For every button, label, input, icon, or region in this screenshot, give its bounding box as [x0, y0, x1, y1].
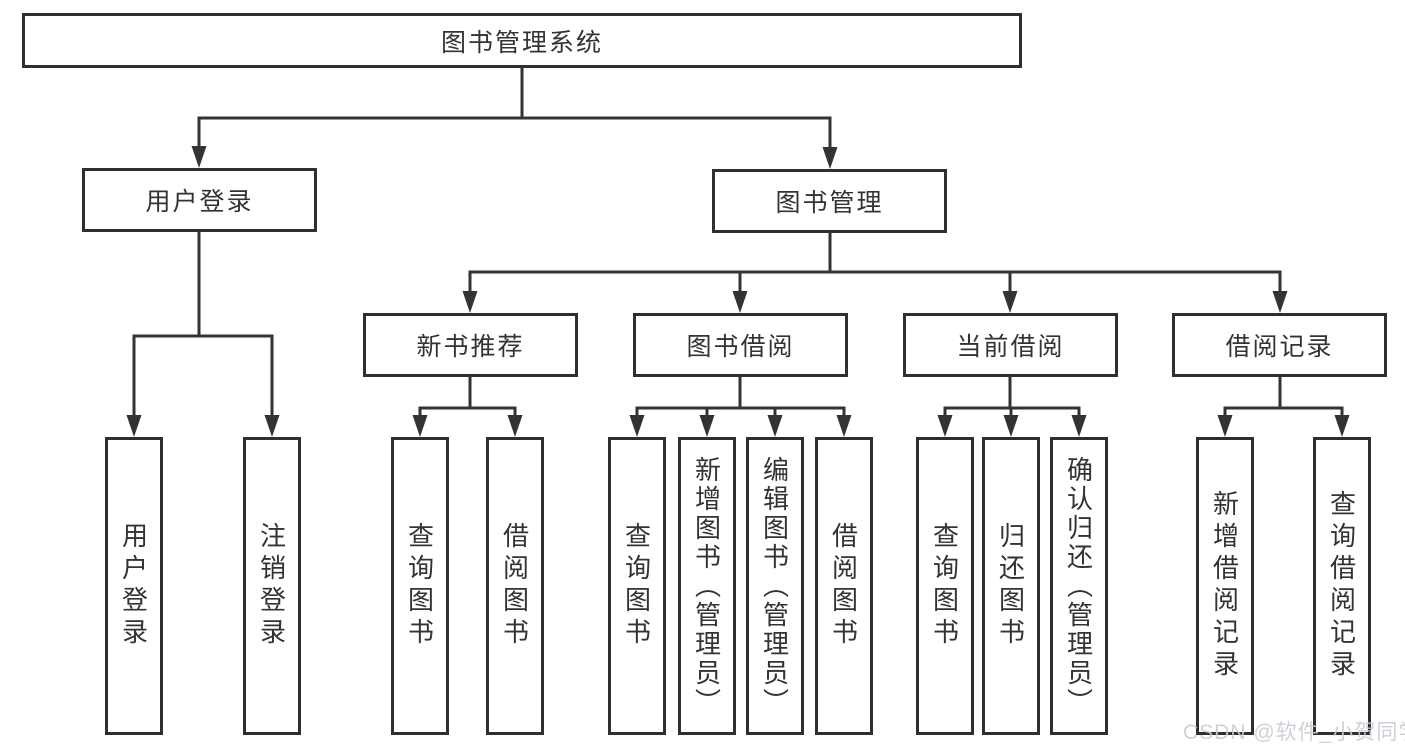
node-label: 查询借阅记录: [1326, 490, 1357, 682]
node-label: 借阅图书: [828, 522, 859, 650]
node-label: 编辑图书（管理员）: [759, 455, 790, 717]
node-root: 图书管理系统: [22, 13, 1022, 68]
leaf-edit-book-admin: 编辑图书（管理员）: [746, 437, 804, 735]
node-label: 图书管理: [775, 189, 884, 217]
arrowhead: [732, 291, 748, 313]
connector-book-borrow-branch: [635, 377, 846, 419]
node-label: 新书推荐: [416, 333, 525, 361]
connector-current-borrow-branch: [943, 377, 1081, 419]
arrowhead: [1071, 415, 1087, 437]
node-label: 确认归还（管理员）: [1063, 455, 1094, 717]
node-label: 查询图书: [929, 522, 960, 650]
leaf-borrow-books-borrow: 借阅图书: [815, 437, 873, 735]
connector-user-login-branch: [132, 232, 274, 419]
node-label: 查询图书: [621, 522, 652, 650]
connector-paths: [132, 68, 1344, 419]
node-borrow-records: 借阅记录: [1172, 313, 1387, 377]
connector-borrow-records-branch: [1223, 377, 1344, 419]
arrowhead: [412, 415, 428, 437]
arrowhead: [767, 415, 783, 437]
leaf-borrow-books-recommend: 借阅图书: [486, 437, 544, 735]
leaf-query-books-borrow: 查询图书: [608, 437, 666, 735]
leaf-add-book-admin: 新增图书（管理员）: [678, 437, 736, 735]
node-label: 图书管理系统: [440, 28, 603, 57]
connector-root-to-level2: [197, 68, 832, 151]
node-label: 借阅图书: [499, 522, 530, 650]
arrowhead: [1334, 415, 1350, 437]
arrowhead: [937, 415, 953, 437]
node-book-management: 图书管理: [712, 169, 947, 233]
node-user-login: 用户登录: [82, 168, 317, 232]
node-label: 新增借阅记录: [1209, 490, 1240, 682]
leaf-logout: 注销登录: [243, 437, 301, 735]
node-label: 图书借阅: [686, 333, 795, 361]
arrowhead: [264, 415, 280, 437]
node-label: 新增图书（管理员）: [691, 455, 722, 717]
arrowhead: [126, 415, 142, 437]
arrowheads: [126, 146, 1350, 437]
arrowhead: [822, 147, 838, 169]
arrowhead: [1002, 291, 1018, 313]
arrowhead: [699, 415, 715, 437]
arrowhead: [191, 146, 207, 168]
arrowhead: [462, 291, 478, 313]
connector-new-book-branch: [418, 377, 517, 419]
node-label: 用户登录: [118, 522, 149, 650]
leaf-return-books: 归还图书: [982, 437, 1040, 735]
node-label: 注销登录: [256, 522, 287, 650]
node-new-book-recommend: 新书推荐: [363, 313, 578, 377]
arrowhead: [1272, 291, 1288, 313]
leaf-confirm-return-admin: 确认归还（管理员）: [1050, 437, 1108, 735]
arrowhead: [629, 415, 645, 437]
leaf-query-borrow-record: 查询借阅记录: [1313, 437, 1371, 735]
arrowhead: [836, 415, 852, 437]
arrowhead: [507, 415, 523, 437]
leaf-query-books-current: 查询图书: [916, 437, 974, 735]
node-label: 查询图书: [404, 522, 435, 650]
node-label: 当前借阅: [956, 333, 1065, 361]
leaf-add-borrow-record: 新增借阅记录: [1196, 437, 1254, 735]
node-current-borrow: 当前借阅: [903, 313, 1118, 377]
node-label: 用户登录: [145, 188, 254, 216]
leaf-query-books-recommend: 查询图书: [391, 437, 449, 735]
arrowhead: [1003, 415, 1019, 437]
node-book-borrow: 图书借阅: [633, 313, 848, 377]
arrowhead: [1217, 415, 1233, 437]
node-label: 借阅记录: [1225, 333, 1334, 361]
csdn-watermark: CSDN @软件_小贺同学: [1183, 721, 1405, 744]
connector-book-management-branch: [468, 233, 1282, 295]
leaf-user-login: 用户登录: [105, 437, 163, 735]
node-label: 归还图书: [995, 522, 1026, 650]
